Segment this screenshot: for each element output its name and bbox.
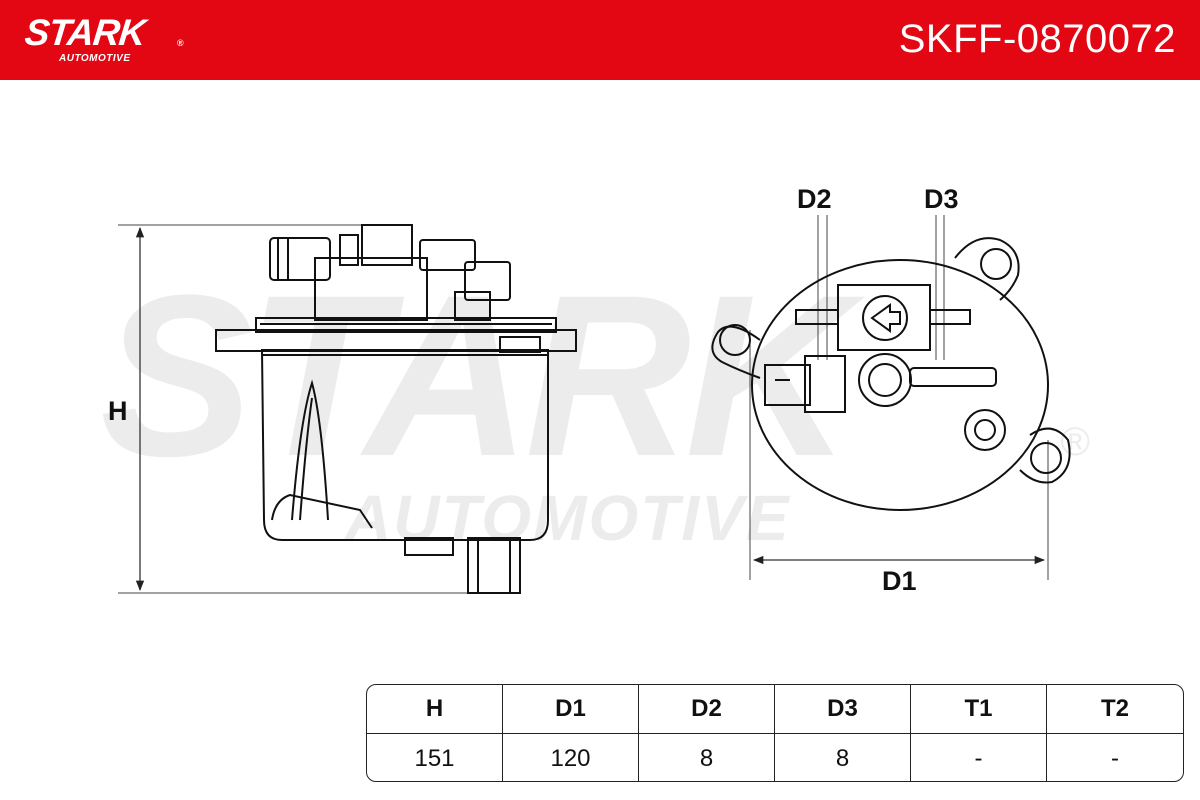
table-header-cell: T2 [1047, 685, 1183, 734]
table-value-cell: 120 [503, 734, 639, 781]
header-bar: STARK ® AUTOMOTIVE SKFF-0870072 [0, 0, 1200, 80]
technical-drawing: H D2 D3 D1 [108, 184, 1071, 596]
table-header-cell: D3 [775, 685, 911, 734]
watermark-brand: STARK [100, 247, 866, 504]
top-view [711, 215, 1071, 580]
logo-registered: ® [177, 38, 184, 48]
watermark-registered: ® [1061, 420, 1090, 464]
logo-subtitle: AUTOMOTIVE [59, 53, 131, 64]
table-header-cell: D1 [503, 685, 639, 734]
dimension-label-d2: D2 [797, 184, 832, 214]
dimension-label-d3: D3 [924, 184, 959, 214]
part-number: SKFF-0870072 [898, 17, 1176, 61]
table-header-cell: D2 [639, 685, 775, 734]
dimension-label-h: H [108, 396, 128, 426]
watermark-subtitle: AUTOMOTIVE [343, 482, 791, 554]
dimension-table: H D1 D2 D3 T1 T2 151 120 8 8 - - [366, 684, 1184, 782]
table-header-cell: H [367, 685, 503, 734]
table-header-cell: T1 [911, 685, 1047, 734]
side-view [118, 224, 577, 594]
table-value-cell: - [911, 734, 1047, 781]
table-value-cell: 151 [367, 734, 503, 781]
stark-watermark: STARK ® AUTOMOTIVE [100, 247, 1090, 554]
table-value-cell: 8 [775, 734, 911, 781]
table-value-cell: 8 [639, 734, 775, 781]
dimension-label-d1: D1 [882, 566, 917, 596]
stark-logo: STARK ® AUTOMOTIVE [22, 12, 195, 68]
logo-brand: STARK [22, 12, 147, 53]
table-value-cell: - [1111, 744, 1119, 772]
